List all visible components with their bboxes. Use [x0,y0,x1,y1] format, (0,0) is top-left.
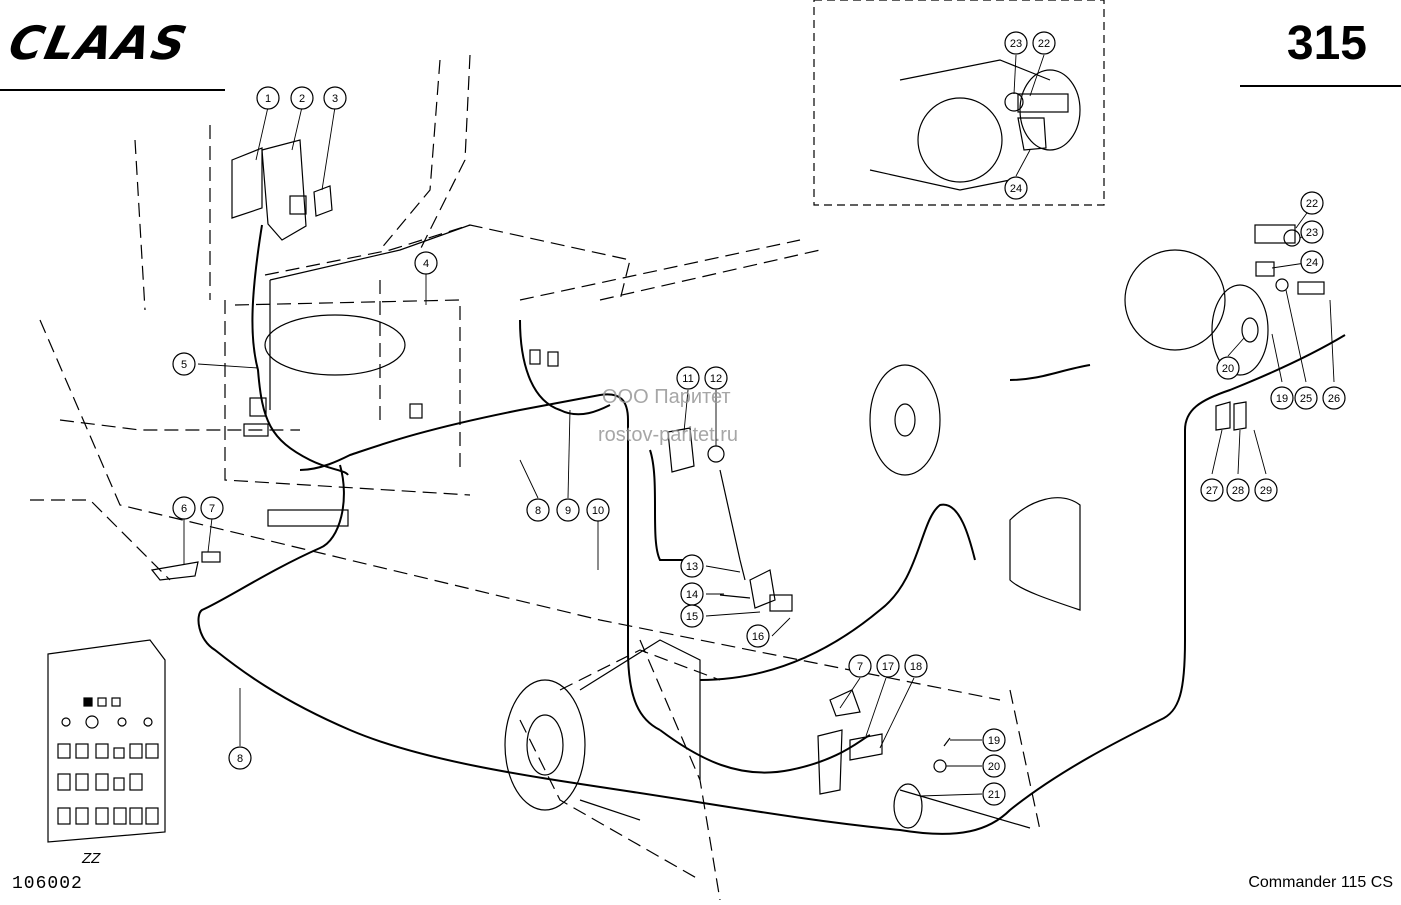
callout-label: 6 [181,503,187,515]
callout-circle [323,86,347,110]
callout-label: 13 [686,561,698,573]
callout-circle [1226,478,1250,502]
callout-label: 11 [682,373,693,385]
callout-circle [556,498,580,522]
callout-circle [1032,31,1056,55]
callout-label: 27 [1206,485,1218,497]
brand-logo: CLAAS [4,16,194,70]
callout-label: 26 [1328,393,1340,405]
callout-circle [676,366,700,390]
callout-circle [680,604,704,628]
sensor-disc [869,364,941,476]
callout-label: 12 [710,373,722,385]
callout-label: 23 [1010,38,1022,50]
callout-label: 2 [299,93,305,105]
callout-circle [1004,176,1028,200]
callout-label: 10 [592,505,604,517]
callout-circle [876,654,900,678]
callout-circle [848,654,872,678]
callout-label: 22 [1306,198,1318,210]
callout-label: 1 [265,93,271,105]
callout-label: 19 [988,735,1000,747]
rear-axle-right [1124,224,1325,431]
inset-drawing [869,59,1081,191]
wiring-harness [197,224,1346,835]
callout-label: 16 [752,631,764,643]
callout-label: 7 [857,661,863,673]
callout-circle [1200,478,1224,502]
callout-circle [290,86,314,110]
callout-circle [526,498,550,522]
callout-label: 24 [1306,257,1318,269]
panel-code: ZZ [82,850,101,867]
callout-label: 7 [209,503,215,515]
gear-sector [1009,497,1081,611]
callout-label: 20 [1222,363,1234,375]
callout-circle [172,352,196,376]
callout-circle [1254,478,1278,502]
callout-label: 25 [1300,393,1312,405]
callout-label: 20 [988,761,1000,773]
callout-label: 23 [1306,227,1318,239]
callout-circle [172,496,196,520]
callout-circle [1270,386,1294,410]
callout-circle [200,496,224,520]
callout-label: 24 [1010,183,1022,195]
callout-circle [256,86,280,110]
callout-label: 22 [1038,38,1050,50]
callout-circle [1300,220,1324,244]
callout-circle [680,554,704,578]
callout-label: 8 [535,505,541,517]
callout-label: 17 [882,661,894,673]
callout-circle [904,654,928,678]
watermark-url: rostov-paritet.ru [598,424,739,446]
page-number: 315 [1286,17,1367,70]
callout-label: 4 [423,258,429,270]
callout-label: 3 [332,93,338,105]
callout-label: 5 [181,359,187,371]
lever-assembly [667,427,793,612]
inset-detail-frame [813,0,1105,206]
callout-circle [982,782,1006,806]
callout-label: 28 [1232,485,1244,497]
lamp-assembly [231,139,333,241]
callout-label: 29 [1260,485,1272,497]
callout-circle [1216,356,1240,380]
drawing-number: 106002 [12,874,83,894]
connectors [150,349,559,581]
callout-label: 15 [686,611,698,623]
callout-circle [746,624,770,648]
callout-label: 9 [565,505,571,517]
machine-outline [30,54,1041,901]
callout-circle [704,366,728,390]
callout-circle [982,754,1006,778]
callout-label: 14 [686,589,698,601]
callout-label: 18 [910,661,922,673]
callout-circle [1300,191,1324,215]
callout-circle [228,746,252,770]
fuel-tank [264,224,471,410]
callout-circle [586,498,610,522]
rear-axle-left [504,639,701,821]
callout-circle [1300,250,1324,274]
watermark-company: ООО Паритет [602,386,731,408]
callout-label: 8 [237,753,243,765]
model-name: Commander 115 CS [1248,874,1393,891]
lower-clamp-assembly [817,689,1031,829]
callout-label: 19 [1276,393,1288,405]
callout-circle [982,728,1006,752]
callout-circle [1322,386,1346,410]
callout-circle [1004,31,1028,55]
callout-label: 21 [988,789,1000,801]
callout-leaders [183,54,1335,797]
callout-circle [414,251,438,275]
callout-circle [1294,386,1318,410]
control-panel [47,639,166,843]
